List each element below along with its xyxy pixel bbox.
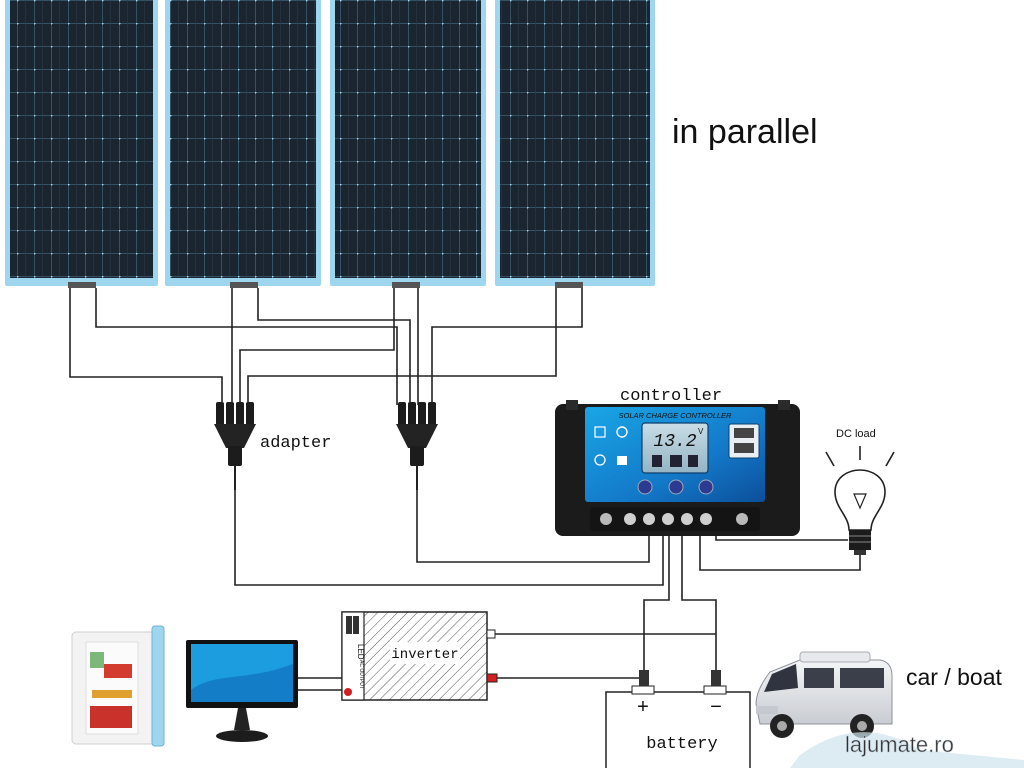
- adapter-right: [396, 402, 438, 490]
- panel-icon: [652, 455, 662, 467]
- inverter-output-label: AC OUTPUT: [358, 660, 364, 689]
- solar-panel-4: [495, 0, 655, 288]
- controller-unit: V: [698, 427, 704, 436]
- adapter-label: adapter: [260, 434, 331, 453]
- solar-panel-1: [5, 0, 158, 288]
- mini-fridge-icon: [71, 625, 165, 747]
- watermark: lajumate.ro: [845, 732, 954, 757]
- boat-hull-fragment: [790, 732, 1024, 768]
- inverter-led-label: LED: [356, 644, 365, 660]
- controller-button-2[interactable]: [668, 479, 684, 495]
- camper-van-icon: [755, 651, 893, 738]
- lock-icon: [617, 456, 627, 465]
- battery-plus: +: [637, 696, 649, 718]
- system-wiring: [234, 490, 861, 691]
- solar-panel-2: [165, 0, 321, 288]
- diagram-title: in parallel: [672, 113, 818, 151]
- dc-load-label: DC load: [836, 428, 876, 440]
- battery-minus: −: [710, 696, 722, 718]
- controller-voltage: 13.2: [653, 432, 696, 452]
- battery-icon: [670, 455, 682, 467]
- panel-wiring: [69, 288, 583, 405]
- monitor-icon: [186, 640, 298, 742]
- battery-label: battery: [646, 735, 717, 754]
- menu-icon: [594, 426, 606, 438]
- light-bulb-icon: [825, 446, 895, 555]
- charge-controller: SOLAR CHARGE CONTROLLER 13.2 V: [555, 400, 800, 536]
- gear-icon: [616, 426, 628, 438]
- solar-panel-3: [330, 0, 486, 288]
- battery: + − battery: [605, 670, 751, 768]
- inverter-label: inverter: [391, 647, 458, 663]
- adapter-left: [214, 402, 256, 490]
- controller-label: controller: [620, 387, 722, 406]
- car-boat-label: car / boat: [906, 664, 1002, 690]
- controller-banner: SOLAR CHARGE CONTROLLER: [619, 411, 733, 420]
- controller-button-3[interactable]: [698, 479, 714, 495]
- controller-button-1[interactable]: [637, 479, 653, 495]
- load-icon: [688, 455, 698, 467]
- inverter: inverter LED AC OUTPUT: [341, 611, 498, 701]
- clock-icon: [594, 454, 606, 466]
